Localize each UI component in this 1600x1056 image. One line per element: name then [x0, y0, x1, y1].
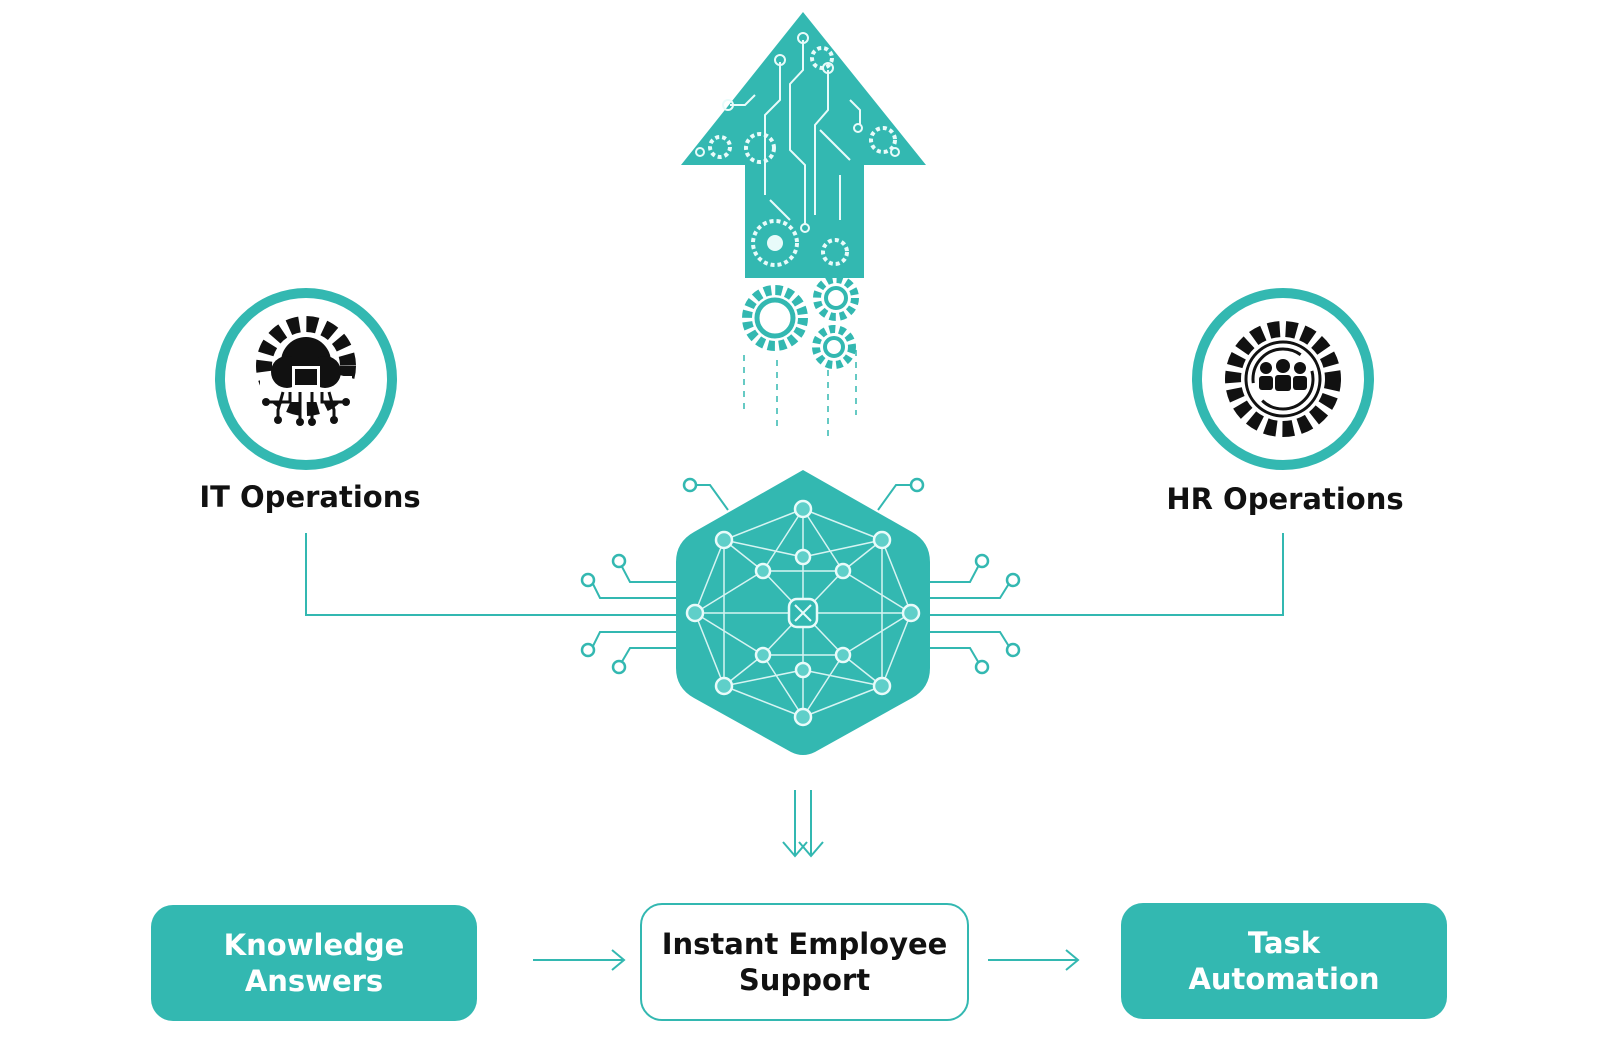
- motion-trails: [743, 350, 857, 438]
- knowledge-answers-box: Knowledge Answers: [151, 905, 477, 1021]
- box-line: Instant Employee: [661, 927, 948, 961]
- circuit-nodes: [580, 477, 1021, 675]
- task-automation-box: Task Automation: [1121, 903, 1447, 1019]
- arrow-right-icon: [533, 949, 626, 971]
- hr-operations-label: HR Operations: [1166, 482, 1404, 516]
- double-arrow-down-icon: [782, 790, 824, 858]
- connector-lines: [305, 533, 1284, 616]
- box-line: Answers: [244, 964, 384, 998]
- box-line: Task: [1247, 926, 1321, 960]
- circuit-arrow-up-icon: [681, 12, 926, 278]
- arrow-right-icon: [988, 949, 1080, 971]
- box-line: Support: [738, 963, 871, 997]
- it-operations-label: IT Operations: [199, 480, 421, 514]
- neural-network-hexagon-icon: [676, 470, 930, 755]
- instant-employee-support-box: Instant Employee Support: [640, 903, 969, 1021]
- box-line: Knowledge: [223, 928, 405, 962]
- gear-people-cycle-icon: [1192, 288, 1374, 470]
- gears-icon: [742, 275, 859, 369]
- box-line: Automation: [1188, 962, 1380, 996]
- gear-cloud-folder-icon: [215, 288, 397, 470]
- circuit-whiskers: [591, 484, 1011, 666]
